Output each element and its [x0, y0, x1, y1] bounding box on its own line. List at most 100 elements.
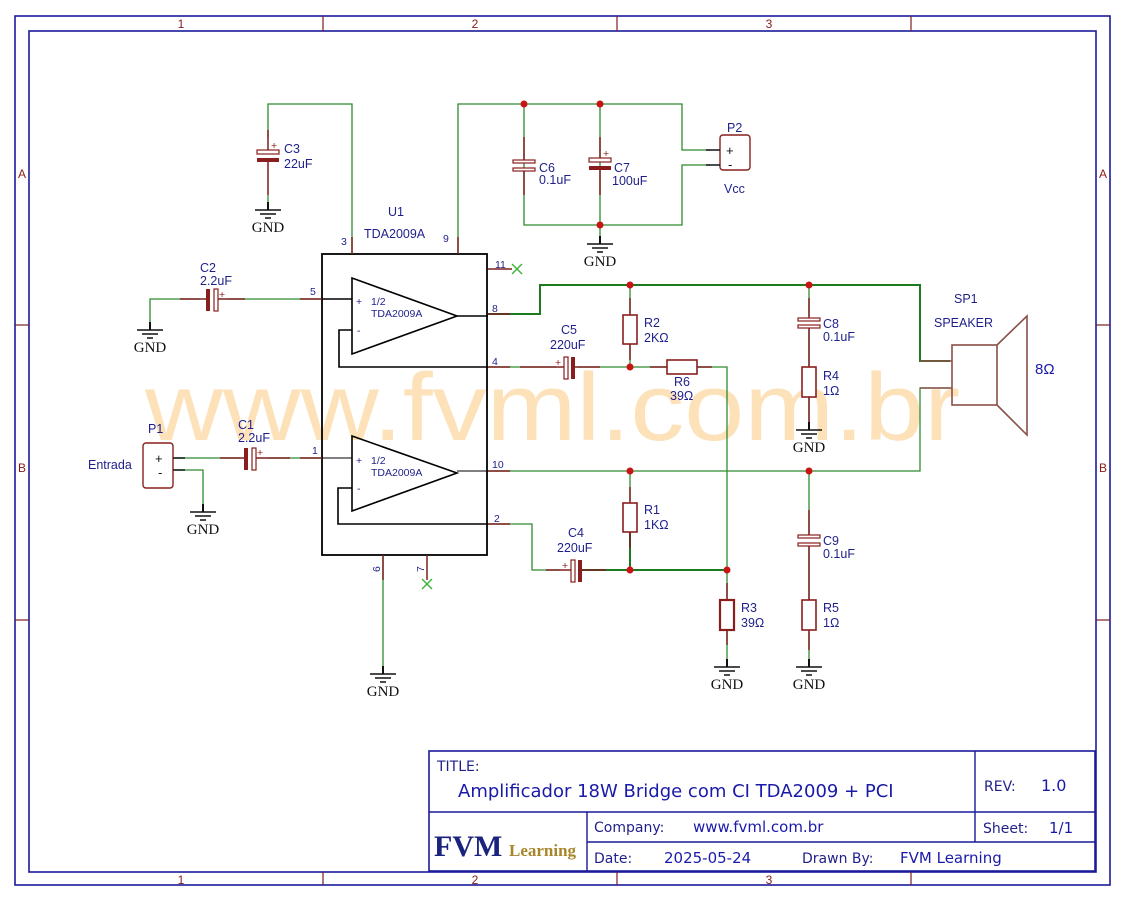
junction-dot	[596, 221, 604, 229]
p1-name: Entrada	[88, 458, 132, 472]
p1-ref: P1	[148, 422, 163, 436]
opamp-a-half: 1/2	[371, 296, 386, 308]
c8-value: 0.1uF	[823, 330, 855, 344]
c9-ref: C9	[823, 534, 839, 548]
c9-value: 0.1uF	[823, 547, 855, 561]
sp1-value: SPEAKER	[934, 316, 993, 330]
polarity-plus-icon: +	[257, 447, 263, 459]
gnd-label: GND	[793, 440, 826, 456]
c2-ref: C2	[200, 261, 216, 275]
capacitor-c4[interactable]: + C4 220uF	[546, 526, 606, 583]
junctions	[520, 100, 813, 574]
gnd-label: GND	[584, 254, 617, 270]
date-value: 2025-05-24	[664, 849, 751, 867]
frame-row-b-right: B	[1099, 461, 1107, 475]
capacitor-c5[interactable]: + C5 220uF	[520, 323, 600, 380]
gnd-label: GND	[793, 677, 826, 693]
title-block: TITLE: Amplificador 18W Bridge com CI TD…	[428, 750, 1096, 872]
capacitor-c3[interactable]: + C3 22uF	[256, 130, 313, 195]
ground-icon-c2: GND	[134, 322, 166, 356]
connector-p2[interactable]: + - P2 Vcc	[706, 121, 751, 196]
p1-minus: -	[158, 465, 162, 480]
pin-1: 1	[312, 445, 318, 457]
opamp-a-icon	[351, 276, 460, 356]
junction-dot	[626, 467, 634, 475]
capacitor-c6[interactable]: C6 0.1uF	[512, 137, 571, 195]
frame-row-b-left: B	[18, 461, 26, 475]
ground-icon-r4: GND	[793, 422, 826, 456]
frame-col-1-bottom: 1	[178, 873, 185, 887]
r2-ref: R2	[644, 316, 660, 330]
junction-dot	[723, 566, 731, 574]
connector-p1[interactable]: + - P1 Entrada	[88, 422, 185, 489]
logo-main: FVM	[434, 830, 502, 863]
fvm-learning-logo: FVM Learning	[434, 830, 577, 863]
r1-ref: R1	[644, 503, 660, 517]
junction-dot	[520, 100, 528, 108]
speaker-icon	[996, 314, 1028, 437]
p1-plus: +	[155, 451, 163, 466]
c6-value: 0.1uF	[539, 173, 571, 187]
pin-2: 2	[494, 513, 500, 525]
rev-label: REV:	[984, 779, 1016, 795]
company-value: www.fvml.com.br	[693, 818, 824, 836]
opamp-a-part: TDA2009A	[371, 308, 422, 320]
pin-10: 10	[492, 459, 504, 471]
pin-4: 4	[492, 356, 498, 368]
resistor-r4[interactable]: R4 1Ω	[801, 345, 839, 425]
company-label: Company:	[594, 820, 664, 836]
c7-ref: C7	[614, 161, 630, 175]
resistor-r2[interactable]: R2 2KΩ	[622, 298, 669, 360]
opamp-a-minus: -	[357, 325, 361, 337]
p2-minus: -	[728, 157, 732, 172]
sheet-label: Sheet:	[983, 821, 1028, 837]
ic-u1[interactable]: U1 TDA2009A 3 9 11 5 8 4 1 10 2 6 7 + 1/…	[300, 205, 523, 590]
c5-ref: C5	[561, 323, 577, 337]
junction-dot	[805, 281, 813, 289]
pin-11: 11	[495, 259, 506, 271]
r5-ref: R5	[823, 601, 839, 615]
r2-value: 2KΩ	[644, 331, 669, 345]
polarity-plus-icon: +	[603, 148, 609, 160]
polarity-plus-icon: +	[219, 289, 225, 301]
c3-value: 22uF	[284, 157, 313, 171]
gnd-label: GND	[252, 220, 285, 236]
r3-ref: R3	[741, 601, 757, 615]
pin-6: 6	[371, 566, 383, 572]
rev-value: 1.0	[1041, 776, 1066, 795]
polarity-plus-icon: +	[562, 560, 568, 572]
r1-value: 1KΩ	[644, 518, 669, 532]
sheet-frame: 1 2 3 1 2 3 A B A B	[14, 15, 1111, 887]
speaker-sp1[interactable]: SP1 SPEAKER 8Ω	[920, 292, 1055, 437]
capacitor-c2[interactable]: + C2 2.2uF	[180, 261, 245, 312]
opamp-b-icon	[351, 434, 460, 513]
p2-plus: +	[726, 143, 734, 158]
resistor-r6[interactable]: R6 39Ω	[650, 359, 712, 403]
opamp-b-half: 1/2	[371, 455, 386, 467]
resistor-r3[interactable]: R3 39Ω	[718, 583, 764, 645]
c8-ref: C8	[823, 317, 839, 331]
opamp-b-plus: +	[356, 455, 362, 467]
frame-row-a-right: A	[1099, 167, 1107, 181]
capacitor-c9[interactable]: C9 0.1uF	[797, 510, 855, 585]
ground-icon-u1-pin6: GND	[367, 666, 399, 700]
capacitor-c8[interactable]: C8 0.1uF	[797, 298, 855, 345]
c7-value: 100uF	[612, 174, 648, 188]
capacitor-c7[interactable]: + C7 100uF	[588, 137, 648, 195]
pin-3: 3	[341, 236, 347, 248]
c1-value: 2.2uF	[238, 431, 270, 445]
c2-value: 2.2uF	[200, 274, 232, 288]
junction-dot	[596, 100, 604, 108]
junction-dot	[626, 363, 634, 371]
junction-dot	[805, 467, 813, 475]
capacitor-c1[interactable]: + C1 2.2uF	[220, 418, 290, 471]
no-connect-icon	[511, 263, 523, 275]
resistor-r1[interactable]: R1 1KΩ	[622, 487, 669, 548]
pin-7: 7	[415, 566, 427, 572]
schematic-title: Amplificador 18W Bridge com CI TDA2009 +…	[458, 781, 894, 802]
resistor-r5[interactable]: R5 1Ω	[801, 585, 839, 650]
frame-col-3-bottom: 3	[766, 873, 773, 887]
polarity-plus-icon: +	[555, 357, 561, 369]
